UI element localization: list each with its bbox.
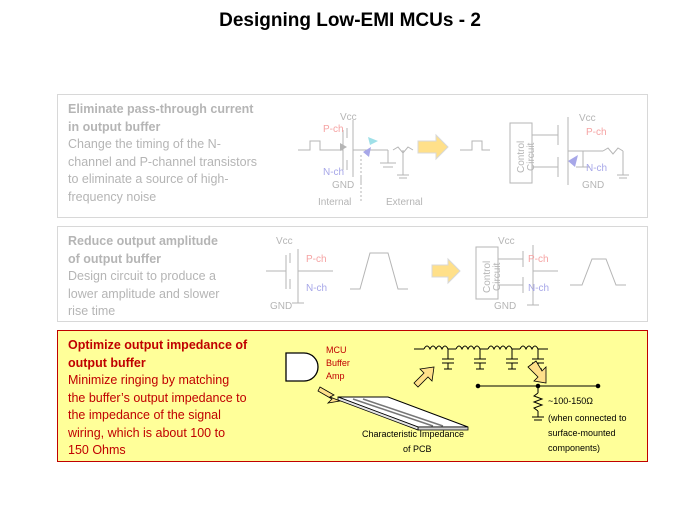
label-gnd: GND: [494, 301, 516, 312]
panel-impedance: Optimize output impedance of output buff…: [57, 330, 648, 462]
label-internal: Internal: [318, 197, 351, 208]
panel-body-line: Design circuit to produce a: [68, 269, 216, 283]
panel-text: Eliminate pass-through current in output…: [68, 101, 257, 206]
panel-amplitude: Reduce output amplitude of output buffer…: [57, 226, 648, 322]
buffer-gate-icon: [285, 352, 319, 382]
label-ohm-range: ~100-150Ω: [548, 396, 593, 406]
panel-body-line: 150 Ohms: [68, 443, 126, 457]
panel-text: Reduce output amplitude of output buffer…: [68, 233, 219, 321]
pass-through-diagram: Vcc P-ch N-ch GND Internal External Vcc …: [298, 112, 629, 208]
label-p-ch: P-ch: [306, 254, 327, 265]
panel-text: Optimize output impedance of output buff…: [68, 337, 247, 460]
panel-body-line: to eliminate a source of high-: [68, 172, 229, 186]
panel-body-line: the impedance of the signal: [68, 408, 221, 422]
amplitude-diagram: Vcc P-ch N-ch GND Vcc P-ch N-ch GND Cont…: [266, 236, 626, 312]
panel-body-line: Minimize ringing by matching: [68, 373, 230, 387]
panel-body-line: lower amplitude and slower: [68, 286, 220, 301]
label-gnd: GND: [270, 301, 292, 312]
impedance-diagram: MCU Buffer Amp Characteristic Impedance …: [285, 345, 627, 454]
label-n-ch: N-ch: [306, 283, 327, 294]
label-buffer: Buffer: [326, 358, 350, 368]
panel-heading-line: output buffer: [68, 355, 146, 370]
label-circuit: Circuit: [492, 262, 503, 291]
panel-heading-line: Eliminate pass-through current: [68, 102, 254, 116]
panel-heading-line: of output buffer: [68, 251, 162, 266]
label-n-ch: N-ch: [586, 163, 607, 174]
panel-heading-line: Reduce output amplitude: [68, 234, 218, 248]
page-title: Designing Low-EMI MCUs - 2: [219, 10, 481, 31]
label-n-ch: N-ch: [323, 167, 344, 178]
label-p-ch: P-ch: [323, 124, 344, 135]
label-mcu: MCU: [326, 345, 347, 355]
label-p-ch: P-ch: [586, 127, 607, 138]
label-of-pcb: of PCB: [403, 444, 432, 454]
label-characteristic: Characteristic Impedance: [362, 429, 464, 439]
label-note-line: (when connected to: [548, 413, 627, 423]
panel-heading-line: Optimize output impedance of: [68, 338, 248, 352]
label-gnd: GND: [582, 180, 604, 191]
label-vcc: Vcc: [340, 112, 357, 123]
label-gnd: GND: [332, 180, 354, 191]
label-control: Control: [516, 141, 527, 173]
panel-body-line: channel and P-channel transistors: [68, 154, 258, 169]
label-p-ch: P-ch: [528, 254, 549, 265]
panel-heading-line: in output buffer: [68, 119, 161, 134]
panel-body-line: Change the timing of the N-: [68, 137, 221, 151]
label-n-ch: N-ch: [528, 283, 549, 294]
label-vcc: Vcc: [579, 113, 596, 124]
panel-body-line: the buffer’s output impedance to: [68, 390, 247, 405]
label-control: Control: [482, 261, 493, 293]
label-amp: Amp: [326, 371, 345, 381]
label-circuit: Circuit: [526, 142, 537, 171]
panel-body-line: wiring, which is about 100 to: [68, 425, 226, 440]
panel-pass-through: Eliminate pass-through current in output…: [57, 94, 648, 218]
panel-body-line: frequency noise: [68, 189, 157, 204]
label-vcc: Vcc: [498, 236, 515, 247]
label-vcc: Vcc: [276, 236, 293, 247]
label-external: External: [386, 197, 423, 208]
label-note-line: components): [548, 443, 600, 453]
label-note-line: surface-mounted: [548, 428, 616, 438]
panel-body-line: rise time: [68, 304, 116, 318]
